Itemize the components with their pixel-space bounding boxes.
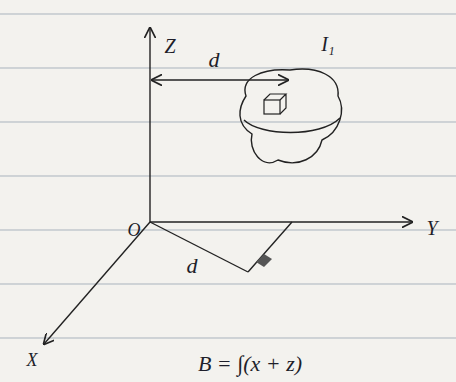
axis-label: d	[209, 49, 220, 71]
mass-element	[264, 94, 286, 114]
axis-label: O	[128, 221, 141, 239]
axis-label: Y	[426, 218, 437, 238]
shaded-square	[256, 254, 272, 267]
axis-label: Z	[164, 36, 175, 56]
axis-label: I₁	[321, 34, 335, 54]
body-outline	[240, 69, 342, 163]
perpendicular-line	[248, 222, 292, 272]
distance-line	[150, 222, 248, 272]
formula-text: B = ∫(x + z)	[198, 353, 302, 375]
axis-label: X	[27, 351, 38, 369]
body-base	[244, 118, 340, 133]
x-axis	[44, 222, 150, 344]
ruled-lines	[0, 14, 456, 338]
distance-arrow	[152, 79, 288, 80]
z-axis	[149, 28, 150, 222]
y-axis	[150, 221, 412, 222]
axis-label: d	[187, 255, 198, 277]
